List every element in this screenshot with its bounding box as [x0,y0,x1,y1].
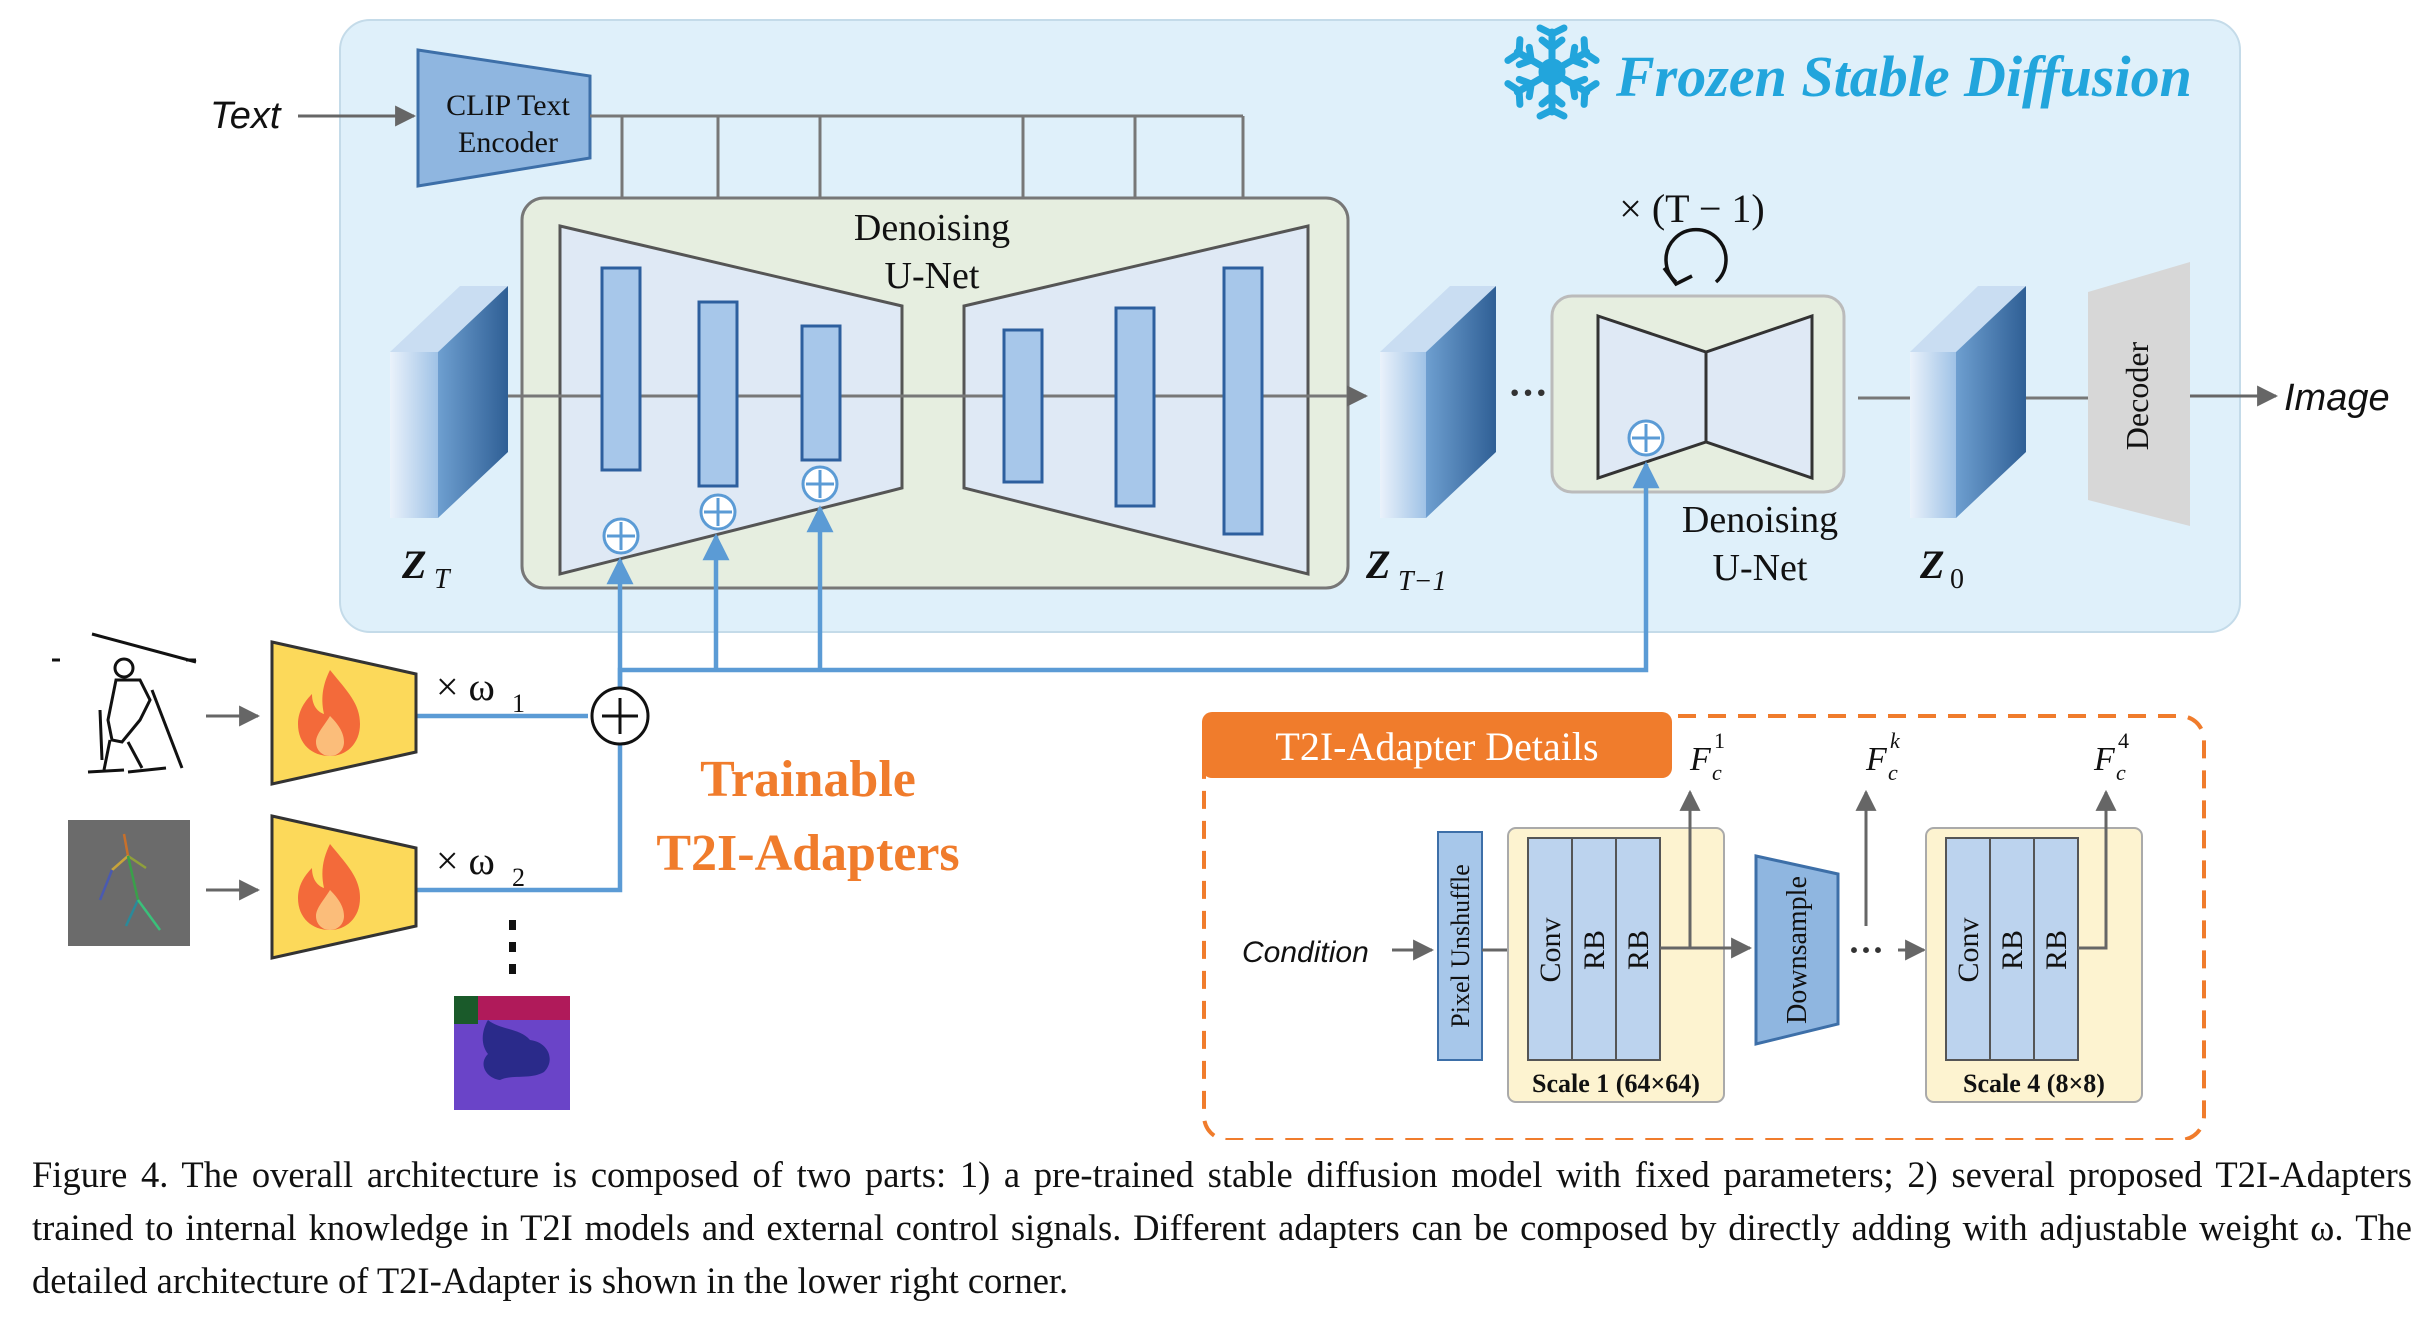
scale-4-label: Scale 4 (8×8) [1963,1069,2105,1098]
unet-block [1222,266,1264,536]
weight-2-label: × ω 2 [436,838,525,892]
f4-output-arrow [2078,789,2117,950]
clip-label-2: Encoder [458,126,558,159]
unet2-label-2: U-Net [1713,547,1808,589]
svg-text:c: c [1888,760,1898,785]
svg-text:F: F [2093,741,2116,778]
snowflake-icon [1508,24,1596,116]
repeat-label: × (T − 1) [1619,186,1764,231]
svg-text:T: T [434,564,452,595]
downsample-label: Downsample [1782,876,1813,1024]
condition-label: Condition [1242,936,1369,969]
unet-label-1: Denoising [854,207,1010,249]
decoder-label: Decoder [2119,341,2155,450]
loop-arrow-icon [1664,227,1728,284]
svg-text:c: c [1712,760,1722,785]
plus-icon [801,465,839,503]
fk-label: F c k [1865,728,1901,785]
rb-label: RB [1578,930,1611,970]
conv-label: Conv [1534,917,1567,982]
scale-1-blocks [1527,837,1661,1061]
unet-label-2: U-Net [885,255,980,297]
details-ellipsis: ··· [1848,930,1884,970]
adapter-add-points [602,465,839,555]
segmentation-condition-image [454,996,570,1110]
svg-text:T−1: T−1 [1398,566,1446,597]
unet-block [1114,306,1156,508]
unet-block [697,300,739,488]
details-title-badge [1202,712,1672,778]
latent-zt-minus-1-label: Z T−1 [1365,542,1446,597]
more-adapters-ellipsis [509,920,516,974]
unet-block [1002,328,1044,484]
pose-condition-image [68,820,190,946]
sum-plus-icon [590,686,650,746]
latent-zt-label: Z T [401,542,452,595]
plus-icon [1627,419,1665,457]
unet-block [800,324,842,462]
decoder [2088,262,2190,526]
output-label: Image [2284,377,2390,419]
trainable-label-2: T2I-Adapters [656,825,959,882]
loop-arrowhead [1662,266,1693,287]
ellipsis: ··· [1508,370,1548,415]
svg-text:c: c [2116,760,2126,785]
svg-text:Z: Z [401,542,426,587]
rb-label: RB [2040,930,2073,970]
figure-caption: Figure 4. The overall architecture is co… [32,1154,2412,1301]
svg-text:k: k [1890,728,1901,753]
fire-icon [298,670,360,756]
conv-label: Conv [1952,917,1985,982]
details-panel [1202,714,2206,1140]
weight-1-label: × ω 1 [436,664,525,718]
scale-4-blocks [1945,837,2079,1061]
pixel-unshuffle-block [1437,831,1483,1061]
frozen-title: Frozen Stable Diffusion [1615,44,2192,109]
latent-zt-minus-1 [1380,286,1496,518]
svg-text:F: F [1689,741,1712,778]
text-input-label: Text [210,95,282,137]
unet2-label-1: Denoising [1682,499,1838,541]
fire-icon [298,844,360,930]
rb-label: RB [1996,930,2029,970]
downsample-block [1754,854,1840,1046]
latent-z0 [1910,286,2026,518]
architecture-diagram: Frozen Stable Diffusion Text CLIP Text E… [52,19,2390,1140]
clip-label-1: CLIP Text [446,89,570,122]
svg-text:1: 1 [1714,728,1725,753]
pixel-unshuffle-label: Pixel Unshuffle [1446,864,1475,1027]
f4-label: F c 4 [2093,728,2129,785]
details-title: T2I-Adapter Details [1275,724,1598,769]
svg-text:0: 0 [1950,564,1964,595]
unet-blocks [600,266,1264,536]
clip-text-encoder [416,48,592,188]
svg-text:2: 2 [512,863,525,892]
svg-text:× ω: × ω [436,838,495,883]
svg-text:F: F [1865,741,1888,778]
sketch-condition-image [52,632,197,774]
svg-text:Z: Z [1919,542,1944,587]
latent-z0-label: Z 0 [1919,542,1964,595]
rb-label: RB [1622,930,1655,970]
scale-1-label: Scale 1 (64×64) [1532,1069,1700,1098]
trainable-label-1: Trainable [700,751,916,808]
plus-icon [699,493,737,531]
svg-text:× ω: × ω [436,664,495,709]
plus-icon [602,517,640,555]
svg-text:4: 4 [2118,728,2129,753]
svg-text:1: 1 [512,689,525,718]
svg-text:Z: Z [1365,542,1390,587]
latent-zt [390,286,508,518]
unet-block [600,266,642,472]
f1-label: F c 1 [1689,728,1725,785]
